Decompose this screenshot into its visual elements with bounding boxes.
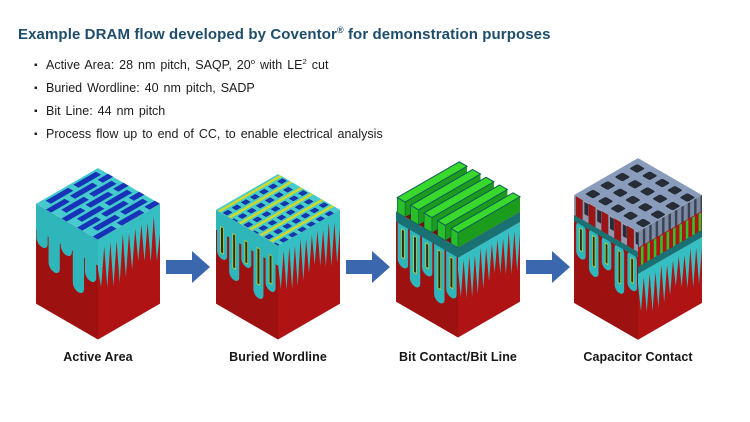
flow-arrow-icon <box>346 251 390 283</box>
active-area-cube-illustration <box>35 168 161 340</box>
slide-title: Example DRAM flow developed by Coventor®… <box>18 25 551 44</box>
bit-line-cube-illustration <box>395 161 522 338</box>
cube-figure <box>208 140 348 342</box>
slide-title-text: Example DRAM flow developed by Coventor®… <box>18 25 551 44</box>
bullet-item: Bit Line: 44 nm pitch <box>34 100 383 123</box>
bullet-item: Buried Wordline: 40 nm pitch, SADP <box>34 77 383 100</box>
process-flow-diagram: Active Area Buried Wordline Bit Contact/… <box>0 140 750 380</box>
bullet-item: Active Area: 28 nm pitch, SAQP, 20o with… <box>34 54 383 77</box>
flow-step-buried-wordline: Buried Wordline <box>188 140 368 364</box>
flow-step-bit-contact-bit-line: Bit Contact/Bit Line <box>368 140 548 364</box>
bullet-item: Process flow up to end of CC, to enable … <box>34 123 383 146</box>
flow-arrow-icon <box>526 251 570 283</box>
flow-step-capacitor-contact: Capacitor Contact <box>548 140 728 364</box>
step-label: Bit Contact/Bit Line <box>399 350 517 364</box>
capacitor-contact-cube-illustration <box>574 158 702 340</box>
step-label: Capacitor Contact <box>583 350 693 364</box>
flow-arrow-icon <box>166 251 210 283</box>
step-label: Active Area <box>63 350 133 364</box>
cube-figure <box>387 140 529 342</box>
cube-figure <box>565 140 711 342</box>
step-label: Buried Wordline <box>229 350 327 364</box>
flow-step-active-area: Active Area <box>8 140 188 364</box>
buried-wordline-cube-illustration <box>215 174 341 340</box>
cube-figure <box>30 140 166 342</box>
bullet-list: Active Area: 28 nm pitch, SAQP, 20o with… <box>34 54 383 146</box>
